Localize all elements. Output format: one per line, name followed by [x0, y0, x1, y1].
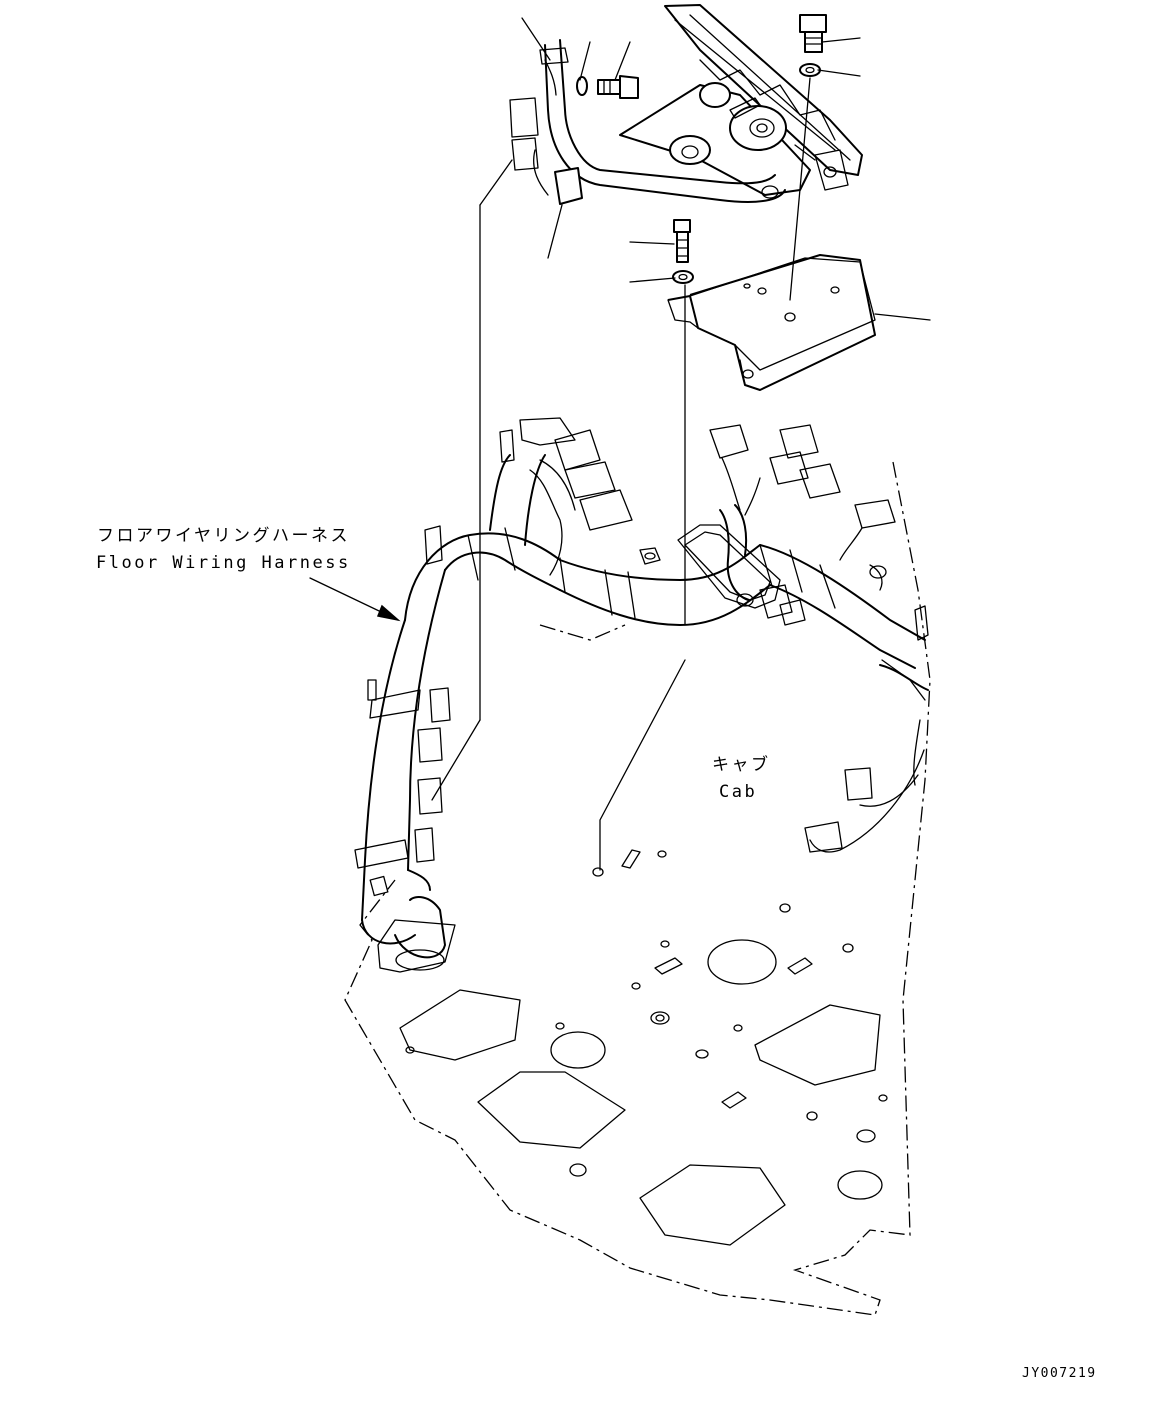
washer-top-right [799, 63, 821, 77]
leader-lines [309, 17, 931, 871]
sub-harness [509, 39, 786, 205]
harness-label-japanese: フロアワイヤリングハーネス [97, 526, 350, 546]
pedal-assembly [619, 4, 863, 199]
washer-left [576, 76, 588, 96]
drawing-number: JY007219 [1022, 1366, 1097, 1381]
cab-label-japanese: キャブ [712, 755, 771, 775]
cab-label-english: Cab [719, 782, 758, 802]
washer-plate [672, 270, 694, 284]
harness-label-english: Floor Wiring Harness [96, 553, 351, 573]
cab-floor-plate [344, 461, 931, 1316]
cover-plate [667, 254, 876, 391]
bolt-top-right [799, 14, 827, 53]
bolt-left [597, 75, 639, 99]
floor-wiring-harness-graphic [354, 417, 929, 971]
bolt-plate [673, 219, 691, 263]
